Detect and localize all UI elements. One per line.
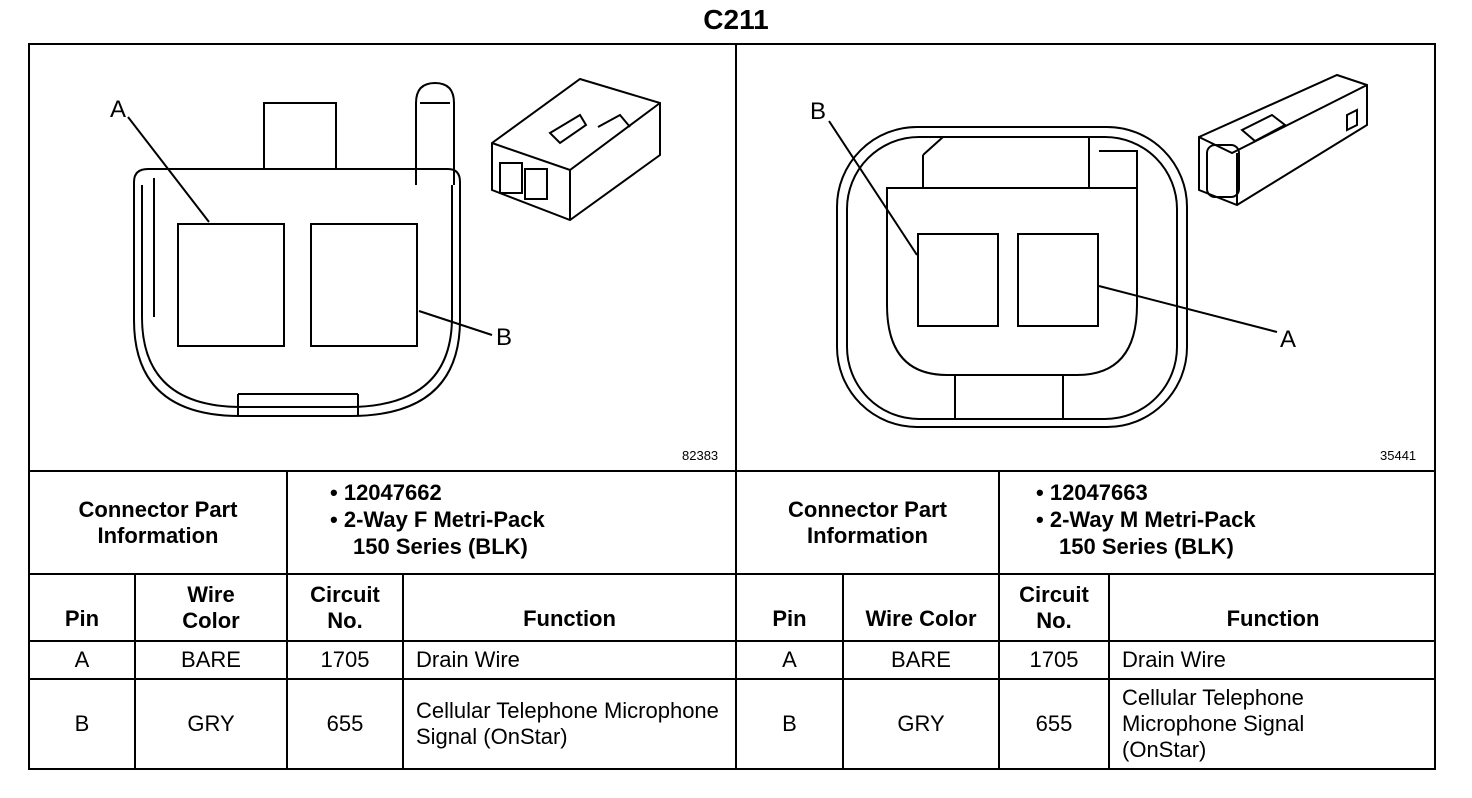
col-divider [402, 573, 404, 768]
table-row-cell: 655 [326, 711, 364, 736]
connector-sheet: A B 82383 B A 3544 [28, 43, 1436, 770]
left-connector-header: Connector Part Information [78, 496, 238, 548]
left-info-divider [286, 470, 288, 768]
right-part-number: 12047663 [1049, 480, 1148, 505]
connector-title: C211 [703, 4, 769, 35]
right-info-divider [998, 470, 1000, 768]
right-col-function: Function [1226, 606, 1320, 631]
left-col-function: Function [523, 606, 616, 631]
table-row-cell: GRY [187, 711, 235, 736]
left-col-wire-color: Wire Color [182, 581, 240, 633]
row-divider [30, 678, 1434, 680]
bullet-icon: • [330, 480, 338, 505]
bullet-icon: • [1036, 480, 1044, 505]
right-part-info: • 12047663 • 2-Way M Metri-Pack 150 Seri… [1036, 479, 1256, 560]
left-figure-number: 82383 [682, 448, 719, 463]
right-description-line1: 2-Way M Metri-Pack [1049, 507, 1256, 532]
left-part-number: 12047662 [343, 480, 442, 505]
right-col-wire-color: Wire Color [865, 606, 977, 631]
table-row-cell: Cellular Telephone Microphone Signal (On… [1122, 685, 1305, 762]
table-row-cell: B [74, 711, 90, 736]
info-divider [30, 573, 1434, 575]
table-row-cell: BARE [891, 647, 951, 672]
right-col-pin: Pin [772, 606, 807, 631]
table-row-cell: Drain Wire [416, 647, 520, 672]
left-col-circuit: Circuit No. [310, 581, 380, 633]
table-row-cell: GRY [897, 711, 945, 736]
right-col-circuit: Circuit No. [1019, 581, 1089, 633]
table-row-cell: B [782, 711, 797, 736]
table-row-cell: BARE [181, 647, 241, 672]
table-row-cell: 1705 [1029, 647, 1079, 672]
right-figure-number: 35441 [1380, 448, 1417, 463]
table-row-cell: 1705 [320, 647, 370, 672]
left-col-pin: Pin [64, 606, 100, 631]
left-part-info: • 12047662 • 2-Way F Metri-Pack 150 Seri… [330, 479, 545, 560]
col-divider [134, 573, 136, 768]
right-pin-b-label: B [810, 98, 826, 125]
table-row-cell: A [74, 647, 90, 672]
right-description-line2: 150 Series (BLK) [1059, 534, 1234, 559]
table-row-cell: A [782, 647, 797, 672]
header-divider [30, 640, 1434, 642]
table-row-cell: Cellular Telephone Microphone Signal (On… [416, 698, 719, 749]
figure-divider [30, 470, 1434, 472]
col-divider [842, 573, 844, 768]
left-description-line2: 150 Series (BLK) [353, 534, 528, 559]
table-row-cell: 655 [1035, 711, 1073, 736]
col-divider [1108, 573, 1110, 768]
center-divider [735, 45, 737, 768]
right-connector-face: B A [810, 73, 1368, 428]
left-pin-a-label: A [110, 96, 126, 123]
right-connector-header: Connector Part Information [788, 496, 947, 548]
bullet-icon: • [330, 507, 338, 532]
bullet-icon: • [1036, 507, 1044, 532]
right-pin-a-label: A [1280, 326, 1296, 353]
table-row-cell: Drain Wire [1122, 647, 1226, 672]
left-connector-face: A B [110, 77, 661, 417]
left-description-line1: 2-Way F Metri-Pack [343, 507, 545, 532]
left-pin-b-label: B [496, 324, 512, 351]
